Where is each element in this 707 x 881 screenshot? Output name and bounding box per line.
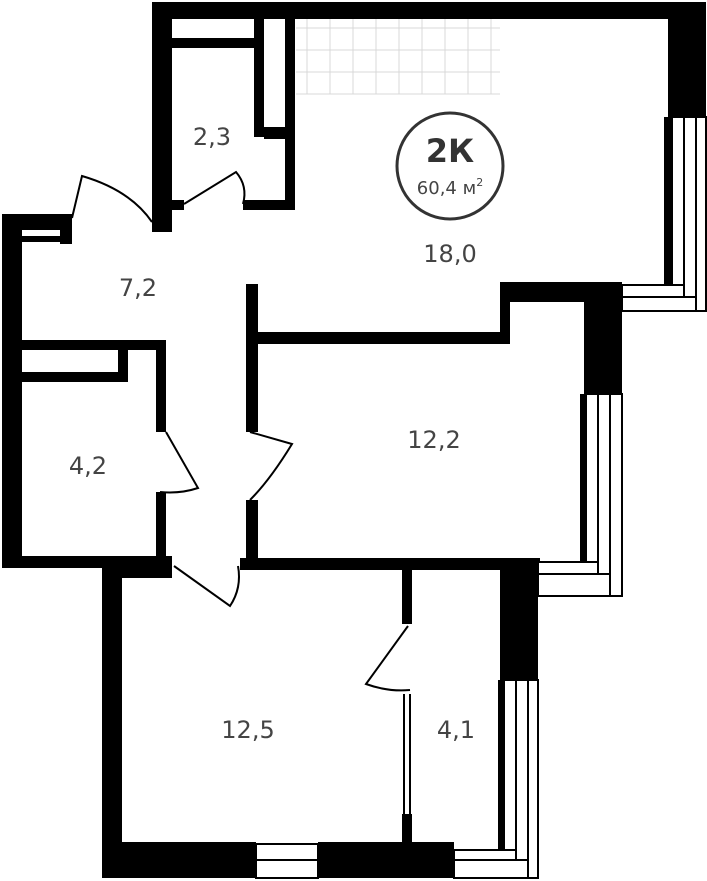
window-balcony (453, 679, 539, 879)
window-balcony-door (403, 694, 411, 814)
room-area-balcony: 4,1 (437, 716, 475, 744)
door-storage (183, 170, 246, 205)
kitchen-tile-grid (296, 18, 500, 95)
windows (255, 116, 707, 879)
door-bathroom (159, 431, 200, 494)
badge-apartment-type: 2К (426, 132, 474, 170)
window-bedroom-1 (537, 393, 623, 597)
room-area-storage: 2,3 (193, 123, 231, 151)
badge-circle (395, 111, 505, 221)
window-bedroom-2 (255, 843, 319, 879)
room-area-hall: 7,2 (119, 274, 157, 302)
door-entrance (71, 174, 153, 223)
room-area-bathroom: 4,2 (69, 452, 107, 480)
doors (71, 170, 411, 692)
door-balcony (364, 625, 411, 692)
room-area-bedroom-2: 12,5 (221, 716, 274, 744)
window-living (621, 116, 707, 312)
room-area-bedroom-1: 12,2 (407, 426, 460, 454)
door-bedroom-1 (249, 431, 294, 501)
badge-total-area: 60,4 м2 (417, 176, 483, 199)
area-badge: 2К 60,4 м2 (395, 111, 505, 221)
room-labels: 18,0 2,3 7,2 4,2 12,2 12,5 4,1 (69, 123, 477, 744)
door-bedroom-2 (173, 565, 240, 608)
room-area-living: 18,0 (423, 240, 476, 268)
